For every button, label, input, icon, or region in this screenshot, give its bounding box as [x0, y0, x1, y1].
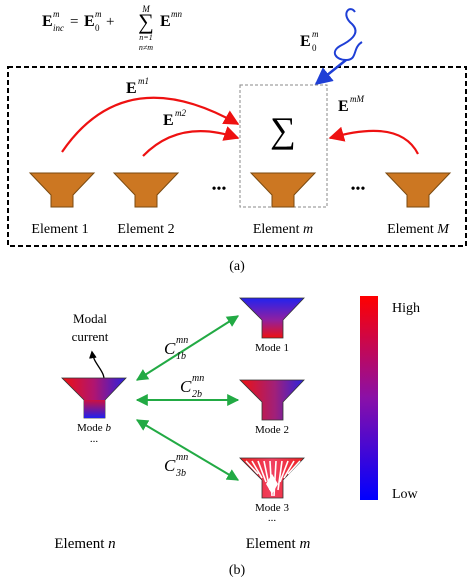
horn-element-2 — [112, 172, 180, 208]
ellipsis-right: ••• — [351, 182, 366, 197]
eq-term0: E — [84, 13, 95, 30]
incident-wave — [333, 8, 363, 62]
coefficient-1-base: C — [164, 339, 176, 358]
eq-term0-sup: m — [95, 9, 102, 19]
horn-source-feed — [84, 400, 105, 418]
arrow-m2-label-base: E — [163, 112, 174, 129]
mode-b-dots: ... — [90, 433, 99, 445]
mode-b-label-var: b — [105, 422, 111, 434]
element-n-label-var: n — [108, 536, 116, 552]
eq-lhs-sup: m — [53, 9, 60, 19]
arrow-m1-label-base: E — [126, 80, 137, 97]
arrow-m1 — [61, 96, 240, 153]
arrow-mM-label-sup: mM — [350, 94, 364, 104]
eq-sum-lower1: n=1 — [139, 33, 152, 42]
coefficient-3: C mn 3b — [164, 452, 188, 479]
sum-box-symbol: ∑ — [270, 110, 296, 150]
mode-1-label: Mode 1 — [255, 342, 289, 354]
element-m-label: Element m — [253, 222, 313, 237]
colorbar — [360, 296, 378, 500]
colorbar-low-label: Low — [392, 487, 419, 502]
arrow-m2 — [142, 126, 240, 157]
eq-sum-upper: M — [141, 4, 150, 14]
element-1-label: Element 1 — [31, 222, 88, 237]
eq-sum-lower2: n≠m — [139, 43, 153, 52]
element-m-bottom-label-var: m — [299, 536, 310, 552]
coefficient-3-sup: mn — [176, 452, 188, 463]
element-M-label-var: M — [436, 222, 450, 237]
incident-label-sub: 0 — [312, 43, 317, 53]
eq-term0-sub: 0 — [95, 23, 100, 33]
eq-plus: + — [106, 14, 114, 30]
element-n-label: Element n — [54, 536, 115, 552]
ellipsis-left: ••• — [212, 182, 227, 197]
panel-b: Modal current Mode b ... C mn 1b C mn 2b… — [54, 296, 420, 578]
caption-a: (a) — [229, 259, 245, 274]
panel-a: E m inc = E m 0 + M ∑ n=1 n≠m E mn E m 0… — [7, 4, 467, 274]
mode-b-label-prefix: Mode — [77, 422, 105, 434]
horn-element-m — [249, 172, 317, 208]
arrow-m2-label-sup: m2 — [175, 108, 186, 118]
coefficient-3-base: C — [164, 456, 176, 475]
eq-lhs-sub: inc — [53, 23, 64, 33]
arrow-mM-label: E mM — [338, 94, 364, 115]
horn-target-mode-3-core — [266, 474, 278, 494]
element-m-bottom-label: Element m — [246, 536, 311, 552]
eq-term1: E — [160, 13, 171, 30]
coefficient-3-sub: 3b — [175, 468, 186, 479]
element-M-label: Element M — [387, 222, 450, 237]
coefficient-2: C mn 2b — [180, 373, 204, 400]
modal-current-label-line2: current — [72, 329, 109, 344]
array-frame — [7, 66, 467, 247]
eq-equals: = — [70, 14, 78, 30]
element-n-label-prefix: Element — [54, 536, 108, 552]
element-m-bottom-label-prefix: Element — [246, 536, 300, 552]
horn-element-1 — [28, 172, 96, 208]
arrow-mM-label-base: E — [338, 98, 349, 115]
mode-3-dots: ... — [268, 512, 277, 524]
mode-3-label: Mode 3 — [255, 502, 289, 514]
coefficient-1: C mn 1b — [164, 335, 188, 362]
arrow-mM — [328, 126, 419, 155]
element-2-label: Element 2 — [117, 222, 174, 237]
arrow-m1-label: E m1 — [126, 76, 149, 97]
coefficient-1-sup: mn — [176, 335, 188, 346]
eq-term1-sup: mn — [171, 9, 182, 19]
incident-label-base: E — [300, 33, 311, 50]
coupling-arrow-3 — [135, 419, 240, 481]
horn-target-mode-1 — [239, 297, 305, 339]
horn-element-M — [384, 172, 452, 208]
colorbar-high-label: High — [392, 301, 420, 316]
element-m-label-var: m — [303, 222, 313, 237]
horn-target-mode-2 — [239, 379, 305, 421]
modal-current-label-line1: Modal — [73, 311, 107, 326]
coefficient-1-sub: 1b — [176, 351, 186, 362]
eq-sum-symbol: ∑ — [138, 9, 154, 34]
incident-label: E m 0 — [300, 29, 319, 53]
incident-label-sup: m — [312, 29, 319, 39]
incident-arrow — [314, 59, 347, 86]
element-M-label-prefix: Element — [387, 222, 437, 237]
mode-2-label: Mode 2 — [255, 424, 289, 436]
element-m-label-prefix: Element — [253, 222, 303, 237]
coupling-arrow-1 — [135, 315, 240, 381]
coefficient-2-sup: mn — [192, 373, 204, 384]
coefficient-2-sub: 2b — [192, 389, 202, 400]
mode-b-label: Mode b — [77, 422, 111, 434]
horn-target-mode-3 — [239, 457, 305, 499]
arrow-m2-label: E m2 — [163, 108, 186, 129]
eq-lhs: E — [42, 13, 53, 30]
equation: E m inc = E m 0 + M ∑ n=1 n≠m E mn — [42, 4, 182, 52]
caption-b: (b) — [229, 563, 246, 578]
arrow-m1-label-sup: m1 — [138, 76, 149, 86]
coefficient-2-base: C — [180, 377, 192, 396]
